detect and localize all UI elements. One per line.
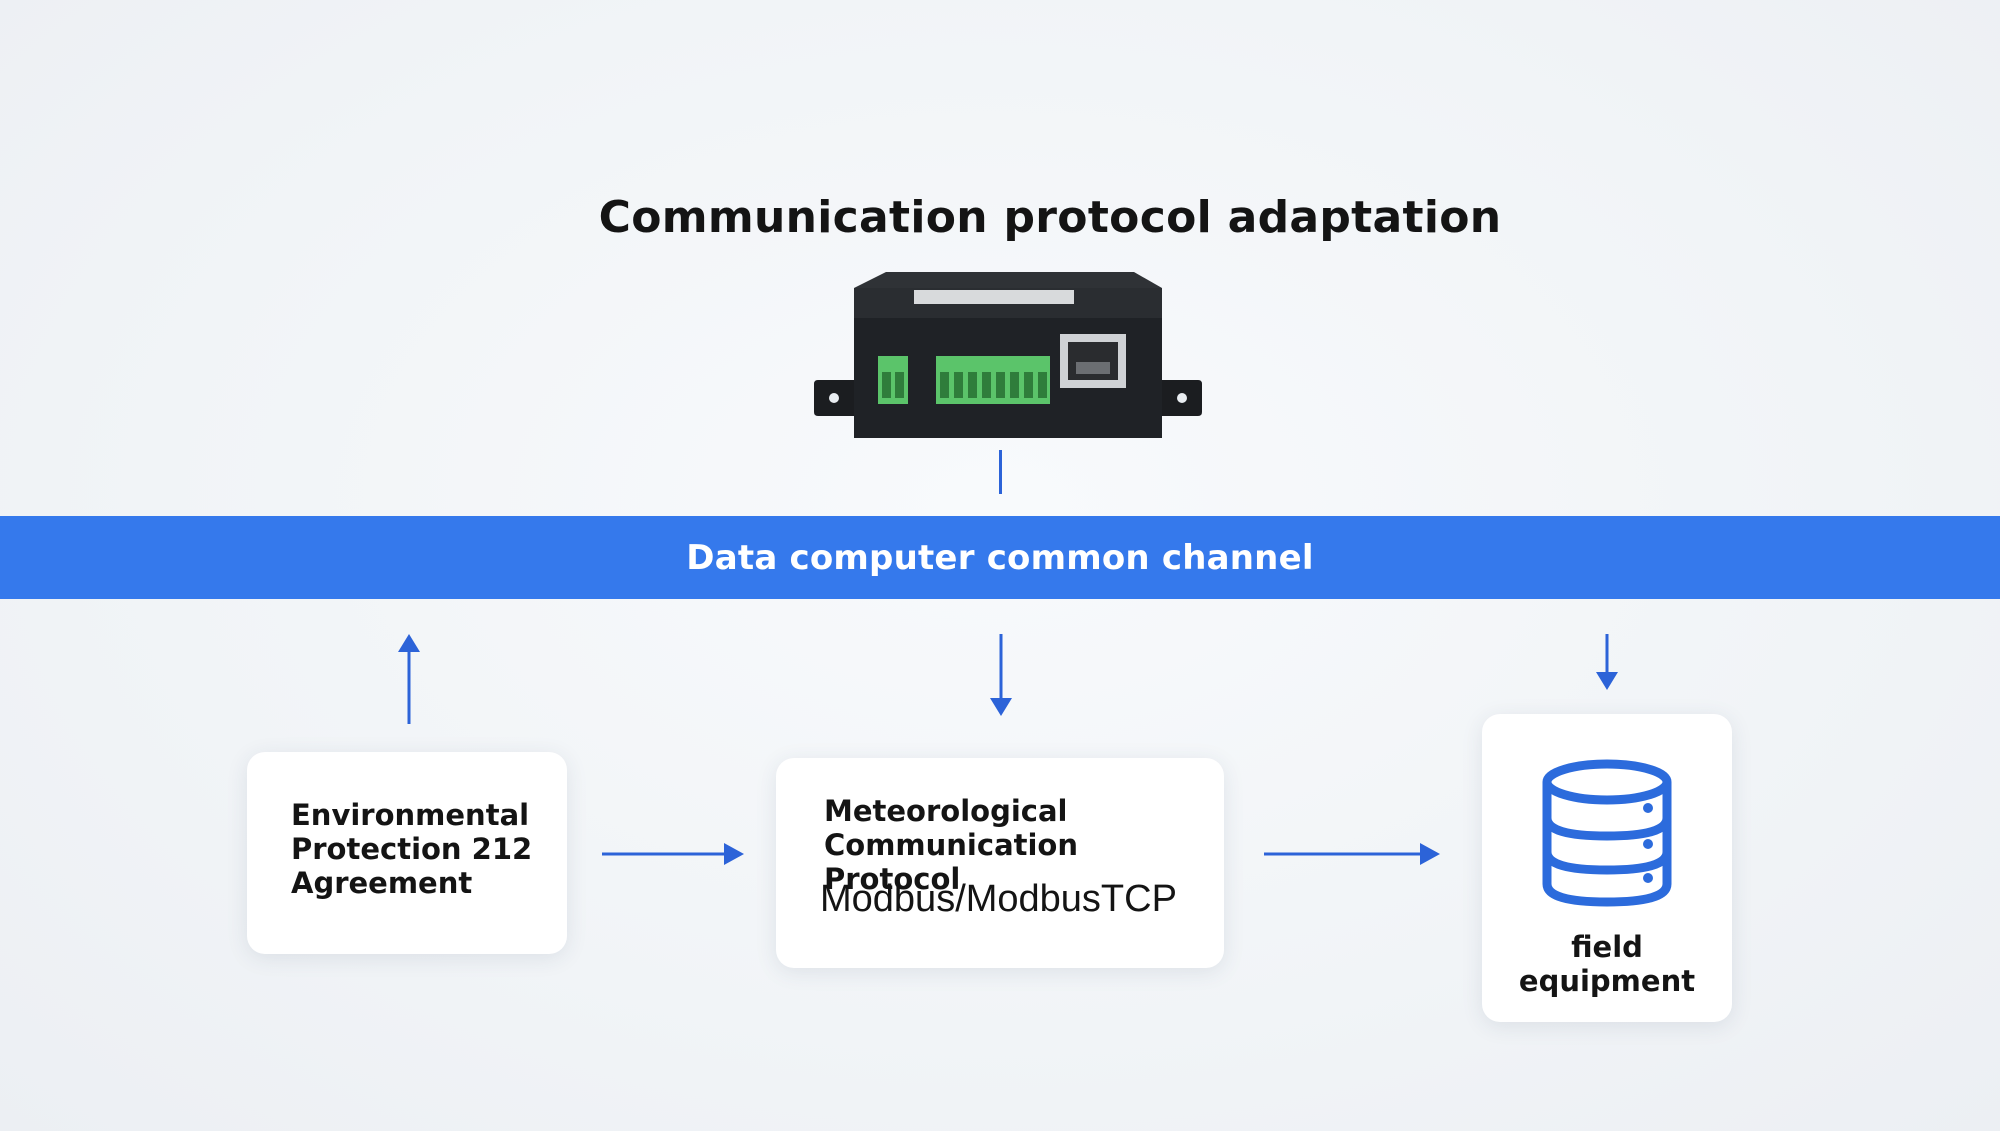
environmental-protection-label: Environmental Protection 212 Agreement xyxy=(291,798,532,900)
meteorological-protocol-card: Meteorological Communication Protocol Mo… xyxy=(776,758,1224,968)
modbus-protocol-label: Modbus/ModbusTCP xyxy=(820,878,1177,920)
environmental-protection-card: Environmental Protection 212 Agreement xyxy=(247,752,567,954)
field-equipment-label: field equipment xyxy=(1518,930,1696,998)
environmental-line-3: Agreement xyxy=(291,866,473,900)
arrow-down-icon xyxy=(1596,634,1618,690)
arrow-down-icon xyxy=(990,634,1012,716)
meteorological-protocol-label: Meteorological Communication Protocol xyxy=(824,794,1224,896)
meteorological-line-1: Meteorological xyxy=(824,794,1068,828)
arrow-right-icon xyxy=(602,843,744,865)
database-icon xyxy=(1542,759,1672,907)
device-connector-line xyxy=(999,450,1002,494)
arrow-up-icon xyxy=(398,634,420,724)
environmental-line-1: Environmental xyxy=(291,798,530,832)
common-channel-bar: Data computer common channel xyxy=(0,516,2000,599)
diagram-title: Communication protocol adaptation xyxy=(598,192,1502,243)
common-channel-label: Data computer common channel xyxy=(686,537,1314,578)
meteorological-line-2: Communication Protocol xyxy=(824,828,1079,896)
arrow-right-icon xyxy=(1264,843,1440,865)
gateway-device-icon xyxy=(814,272,1202,438)
field-equipment-card: field equipment xyxy=(1482,714,1732,1022)
environmental-line-2: Protection 212 xyxy=(291,832,533,866)
